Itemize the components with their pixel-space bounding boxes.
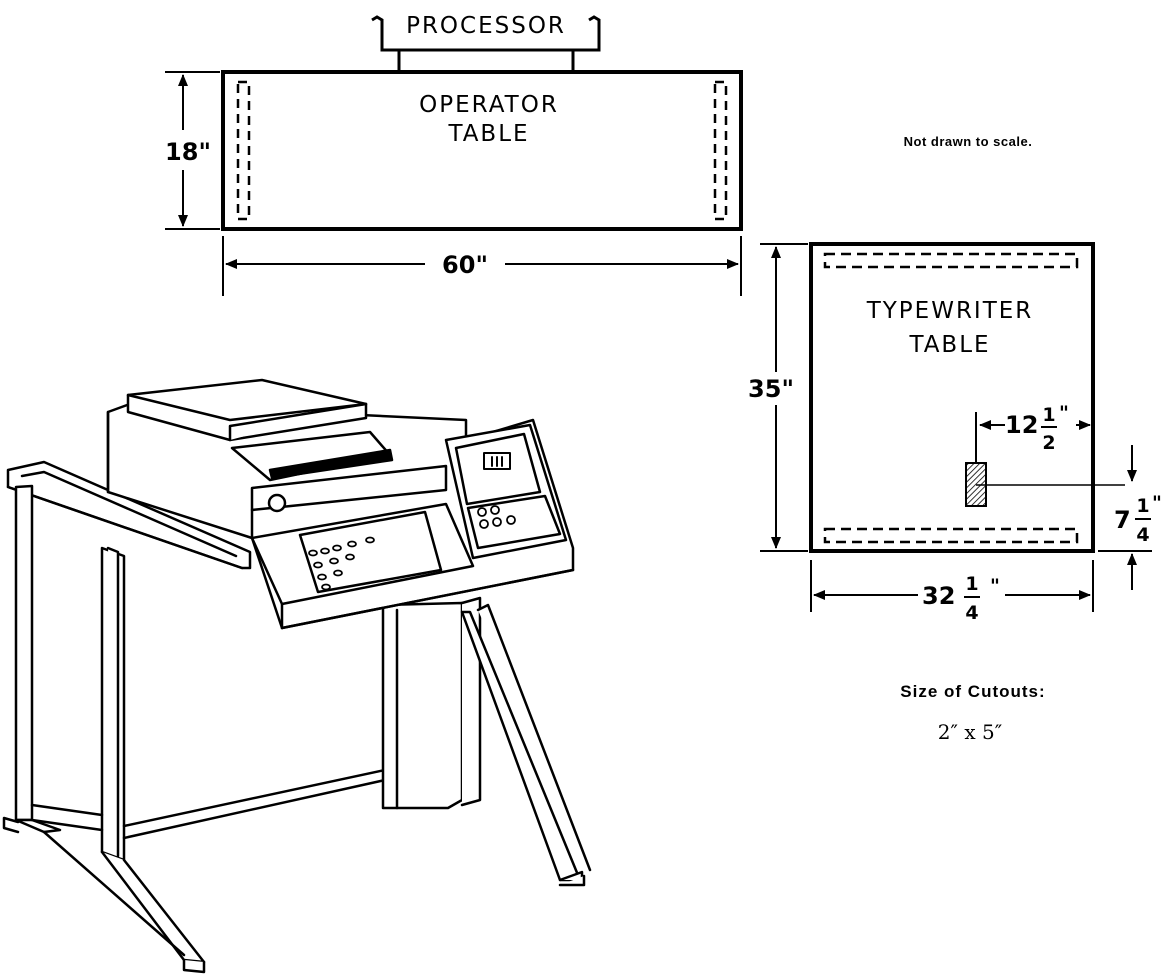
typewriter-width-unit: " xyxy=(990,575,1000,597)
typewriter-width-denominator: 4 xyxy=(965,602,978,624)
operator-width-label: 60" xyxy=(442,251,488,279)
typewriter-title-line1: TYPEWRITER xyxy=(866,298,1034,324)
offset-x-whole: 12 xyxy=(1005,411,1038,439)
typewriter-top-cutout xyxy=(823,252,1079,269)
center-pedestal xyxy=(381,596,592,887)
offset-x-dimension xyxy=(975,412,1091,462)
cutouts-title: Size of Cutouts: xyxy=(900,682,1045,701)
side-desk xyxy=(2,460,387,974)
operator-width-dimension xyxy=(222,236,742,296)
operator-right-cutout xyxy=(713,80,728,221)
keyboard-keys xyxy=(308,536,375,591)
typewriter-width-whole: 32 xyxy=(922,582,955,610)
offset-y-denominator: 4 xyxy=(1136,524,1149,546)
operator-title-line1: OPERATOR xyxy=(419,92,559,118)
typewriter-table-plan: TYPEWRITER TABLE 12 1 2 " 7 1 4 " xyxy=(748,242,1162,624)
operator-left-cutout xyxy=(236,80,251,221)
typewriter-bottom-cutout xyxy=(823,527,1079,544)
processor-bracket xyxy=(371,15,601,72)
offset-x-numerator: 1 xyxy=(1042,404,1055,426)
cutouts-value: 2″ x 5″ xyxy=(938,720,1002,744)
operator-title-line2: TABLE xyxy=(447,121,529,147)
operator-table-outline xyxy=(221,70,743,231)
offset-y-unit: " xyxy=(1152,492,1162,514)
offset-y-dimension xyxy=(1098,445,1152,590)
offset-y-whole: 7 xyxy=(1114,506,1131,534)
operator-depth-dimension xyxy=(165,71,220,230)
typewriter-title-line2: TABLE xyxy=(908,332,990,358)
typewriter-depth-dimension xyxy=(760,243,808,552)
offset-y-numerator: 1 xyxy=(1136,495,1149,517)
processor-console xyxy=(106,378,575,630)
typewriter-width-numerator: 1 xyxy=(965,573,978,595)
offset-x-denominator: 2 xyxy=(1042,432,1055,454)
machine-illustration xyxy=(2,378,592,974)
offset-x-unit: " xyxy=(1059,402,1069,424)
typewriter-table-outline xyxy=(809,242,1095,553)
typewriter-width-dimension xyxy=(810,560,1094,612)
operator-depth-label: 18" xyxy=(165,138,211,166)
operator-table-plan: PROCESSOR OPERATOR TABLE 18" 60" xyxy=(165,13,743,296)
processor-label: PROCESSOR xyxy=(406,13,566,39)
scale-note: Not drawn to scale. xyxy=(904,134,1033,149)
typewriter-depth-label: 35" xyxy=(748,375,794,403)
control-buttons xyxy=(477,505,516,529)
